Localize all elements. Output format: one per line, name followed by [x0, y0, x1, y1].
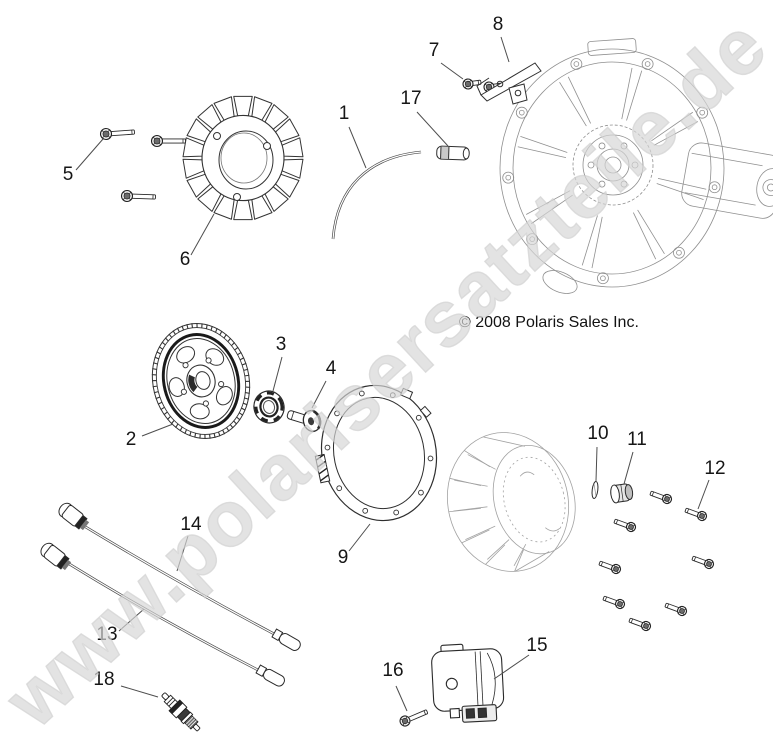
screw: [684, 507, 708, 522]
callout-16: 16: [382, 660, 403, 681]
callout-11: 11: [627, 429, 647, 450]
screw: [99, 127, 135, 141]
callout-numbers: 1 2 3 4 5 6 7 8 9 10 11 12 13 14 15 16 1…: [63, 14, 726, 690]
callout-4: 4: [326, 358, 337, 379]
spark-plug-cable-part-14: [58, 502, 301, 651]
cover-gasket-part-9: [314, 384, 438, 522]
callout-13: 13: [96, 624, 117, 645]
pin-part-10: [591, 481, 599, 499]
callout-7: 7: [429, 40, 440, 61]
copyright-text: © 2008 Polaris Sales Inc.: [459, 314, 639, 331]
callout-17: 17: [400, 88, 421, 109]
screw: [628, 617, 652, 632]
callout-2: 2: [126, 429, 137, 450]
callout-8: 8: [493, 14, 504, 35]
callout-18: 18: [93, 669, 114, 690]
stator-screws-part-5: [99, 127, 186, 203]
screw: [691, 555, 715, 570]
washer-bolt-part-4: [286, 409, 322, 433]
stator-part-6: [182, 95, 304, 221]
screw: [120, 189, 156, 203]
screw: [602, 595, 626, 610]
coil-bolt-part-16: [399, 709, 429, 727]
ignition-wire-part-1: [331, 150, 422, 240]
one-way-clutch-part-3: [253, 390, 285, 424]
ignition-coil-part-15: [431, 643, 505, 723]
callout-15: 15: [526, 635, 547, 656]
screw: [649, 490, 673, 505]
screw: [613, 518, 637, 533]
plug-part-11: [610, 483, 634, 504]
flywheel-cover-reference: [446, 432, 576, 572]
callout-14: 14: [180, 514, 202, 535]
leader-lines: [75, 36, 710, 712]
bracket-part-8: [476, 62, 542, 105]
spark-plug-part-18: [161, 692, 201, 732]
callout-6: 6: [180, 249, 191, 270]
screw: [150, 134, 186, 148]
screw: [598, 560, 622, 575]
callout-10: 10: [587, 423, 608, 444]
cover-screws-part-12: [598, 490, 715, 632]
dowel-pin-part-17: [436, 145, 470, 161]
callout-3: 3: [276, 334, 287, 355]
screw: [664, 602, 688, 617]
screw: [462, 78, 482, 90]
crankcase-housing-reference: [499, 38, 773, 294]
flywheel-part-2: [151, 323, 251, 439]
callout-9: 9: [338, 547, 349, 568]
screw: [399, 709, 429, 727]
spark-plug-cable-part-13: [40, 542, 285, 687]
callout-12: 12: [704, 458, 725, 479]
callout-1: 1: [339, 103, 350, 124]
callout-5: 5: [63, 164, 74, 185]
